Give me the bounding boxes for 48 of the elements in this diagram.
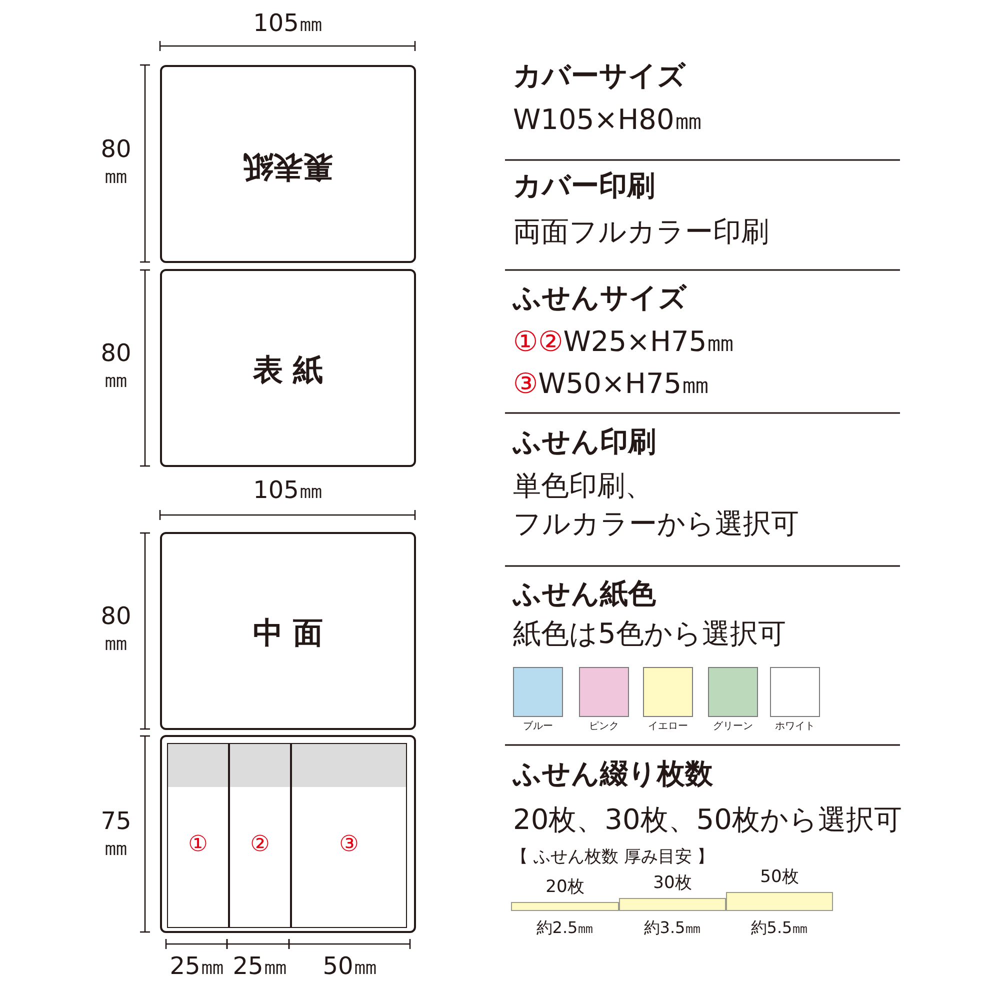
dimension-label: 80㎜ bbox=[100, 603, 132, 656]
swatch-label: イエロー bbox=[648, 721, 688, 732]
panel-label: 表 紙 bbox=[252, 352, 324, 390]
spec-heading: ふせん紙色 bbox=[513, 578, 656, 610]
dimension-label: 105㎜ bbox=[253, 477, 323, 505]
spec-text: W105×H80㎜ bbox=[513, 104, 702, 136]
swatch-label: グリーン bbox=[713, 721, 753, 732]
dimension-label: 80㎜ bbox=[100, 340, 132, 393]
sticky-note bbox=[291, 743, 407, 928]
swatch-label: ブルー bbox=[523, 721, 553, 732]
panel-label: 中 面 bbox=[252, 615, 324, 653]
note-heading: 【 ふせん枚数 厚み目安 】 bbox=[511, 848, 714, 868]
note-number: ③ bbox=[339, 832, 359, 857]
note-number: ② bbox=[250, 832, 270, 857]
dimension-label: 25㎜ bbox=[232, 953, 288, 981]
thickness-label: 約5.5㎜ bbox=[750, 919, 808, 938]
sticky-note-panel bbox=[160, 735, 416, 933]
thickness-label: 約2.5㎜ bbox=[536, 919, 594, 938]
spec-heading: カバー印刷 bbox=[513, 170, 655, 202]
swatch-label: ピンク bbox=[589, 721, 619, 732]
sticky-note bbox=[167, 743, 229, 928]
dimension-label: 25㎜ bbox=[170, 953, 224, 981]
dimension-label: 80㎜ bbox=[100, 136, 132, 189]
dimension-label: 75㎜ bbox=[100, 808, 132, 861]
spec-text: 両面フルカラー印刷 bbox=[513, 216, 769, 248]
thickness-label: 約3.5㎜ bbox=[644, 919, 702, 938]
cover-panel bbox=[160, 65, 416, 263]
spec-heading: ふせん綴り枚数 bbox=[513, 758, 713, 790]
spec-text: 単色印刷、 bbox=[513, 470, 653, 502]
panel-label: 裏表紙 bbox=[243, 148, 333, 186]
inner-panel bbox=[160, 532, 416, 730]
cover-panel bbox=[160, 269, 416, 467]
spec-text: フルカラーから選択可 bbox=[513, 508, 799, 540]
spec-text: ③W50×H75㎜ bbox=[513, 368, 710, 400]
spec-text: 20枚、30枚、50枚から選択可 bbox=[513, 804, 902, 836]
spec-text: 紙色は5色から選択可 bbox=[513, 618, 786, 650]
spec-heading: ふせんサイズ bbox=[513, 282, 687, 314]
count-label: 50枚 bbox=[760, 868, 799, 888]
count-label: 20枚 bbox=[546, 878, 584, 898]
dimension-label: 50㎜ bbox=[322, 953, 378, 981]
count-label: 30枚 bbox=[653, 874, 692, 894]
spec-heading: カバーサイズ bbox=[513, 60, 686, 92]
spec-heading: ふせん印刷 bbox=[513, 426, 656, 458]
dimension-label: 105㎜ bbox=[253, 10, 323, 38]
swatch-label: ホワイト bbox=[775, 721, 815, 732]
note-number: ① bbox=[188, 832, 208, 857]
sticky-note bbox=[229, 743, 291, 928]
spec-text: ①②W25×H75㎜ bbox=[513, 326, 735, 358]
